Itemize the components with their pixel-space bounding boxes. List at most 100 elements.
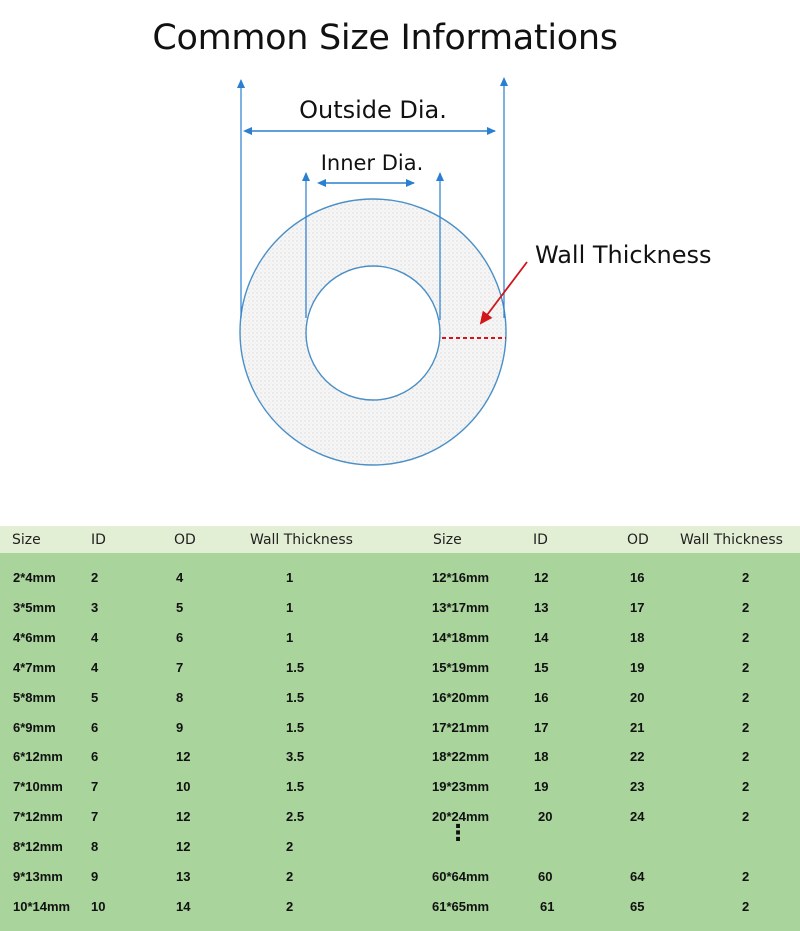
cell-id: 14 xyxy=(534,629,549,645)
cell-id: 5 xyxy=(91,689,99,705)
cell-od: 7 xyxy=(176,659,184,675)
header-od: OD xyxy=(627,532,649,548)
header-od: OD xyxy=(174,532,196,548)
cell-id: 6 xyxy=(91,749,99,765)
cell-id: 16 xyxy=(534,689,549,705)
cell-size: 60*64mm xyxy=(432,869,490,884)
cell-size: 7*12mm xyxy=(13,809,63,825)
header-wall-thickness: Wall Thickness xyxy=(250,532,353,548)
cell-size: 10*14mm xyxy=(13,898,71,914)
cell-size: 61*65mm xyxy=(432,898,490,914)
inner-circle xyxy=(305,265,441,401)
cell-wall-thickness: 2 xyxy=(742,599,750,615)
cell-size: 7*10mm xyxy=(13,779,63,795)
cell-size: 19*23mm xyxy=(432,779,490,795)
cell-od: 17 xyxy=(630,599,645,615)
cell-wall-thickness: 1.5 xyxy=(286,659,305,675)
cell-od: 13 xyxy=(176,869,191,884)
cell-od: 22 xyxy=(630,749,645,765)
cell-wall-thickness: 2 xyxy=(742,719,750,735)
page-title: Common Size Informations xyxy=(152,18,618,58)
wall-thickness-label: Wall Thickness xyxy=(535,241,711,269)
cell-size: 5*8mm xyxy=(13,689,56,705)
cell-id: 9 xyxy=(91,869,99,884)
table-header: Size ID OD Wall Thickness Size ID OD Wal… xyxy=(0,526,800,553)
cell-wall-thickness: 2.5 xyxy=(286,809,305,825)
cell-size: 15*19mm xyxy=(432,659,490,675)
cell-size: 13*17mm xyxy=(432,599,490,615)
cell-od: 23 xyxy=(630,779,645,795)
cell-wall-thickness: 1 xyxy=(286,599,294,615)
header-wall-thickness: Wall Thickness xyxy=(680,532,783,548)
cell-wall-thickness: 2 xyxy=(742,570,750,585)
cell-size: 9*13mm xyxy=(13,869,63,884)
header-size: Size xyxy=(433,532,462,548)
cell-id: 10 xyxy=(91,898,106,914)
cell-id: 2 xyxy=(91,570,99,585)
outer-circle xyxy=(239,198,507,466)
cell-od: 4 xyxy=(176,570,184,585)
cell-od: 12 xyxy=(176,749,191,765)
cell-size: 4*7mm xyxy=(13,659,56,675)
cell-od: 8 xyxy=(176,689,184,705)
cell-wall-thickness: 1.5 xyxy=(286,689,305,705)
header-id: ID xyxy=(91,532,106,548)
cell-wall-thickness: 2 xyxy=(742,659,750,675)
header-size: Size xyxy=(12,532,41,548)
cell-id: 61 xyxy=(540,898,555,914)
cell-id: 8 xyxy=(91,839,99,855)
outside-dia-label: Outside Dia. xyxy=(299,96,447,124)
cell-size: 14*18mm xyxy=(432,629,490,645)
cell-wall-thickness: 1 xyxy=(286,629,294,645)
cell-id: 20 xyxy=(538,809,553,825)
cell-od: 65 xyxy=(630,898,645,914)
cell-size: 12*16mm xyxy=(432,570,490,585)
cell-od: 24 xyxy=(630,809,645,825)
cell-size: 3*5mm xyxy=(13,599,56,615)
cell-od: 9 xyxy=(176,719,184,735)
cell-od: 19 xyxy=(630,659,645,675)
header-id: ID xyxy=(533,532,548,548)
inner-dia-label: Inner Dia. xyxy=(321,151,424,175)
cell-wall-thickness: 1.5 xyxy=(286,719,305,735)
cell-id: 17 xyxy=(534,719,549,735)
cell-od: 16 xyxy=(630,570,645,585)
cell-id: 60 xyxy=(538,869,553,884)
cell-od: 12 xyxy=(176,809,191,825)
cell-size: 17*21mm xyxy=(432,719,490,735)
cell-size: 4*6mm xyxy=(13,629,56,645)
cell-od: 14 xyxy=(176,898,191,914)
cell-size: 6*9mm xyxy=(13,719,56,735)
cell-wall-thickness: 2 xyxy=(742,689,750,705)
cell-wall-thickness: 2 xyxy=(286,869,294,884)
cell-id: 6 xyxy=(91,719,99,735)
cell-size: 16*20mm xyxy=(432,689,490,705)
cell-id: 18 xyxy=(534,749,549,765)
cell-od: 12 xyxy=(176,839,191,855)
cell-wall-thickness: 1.5 xyxy=(286,779,305,795)
cell-size: 18*22mm xyxy=(432,749,490,765)
cell-od: 20 xyxy=(630,689,645,705)
cell-wall-thickness: 2 xyxy=(742,629,750,645)
cell-od: 6 xyxy=(176,629,184,645)
cell-id: 13 xyxy=(534,599,549,615)
cell-id: 12 xyxy=(534,570,549,585)
cell-size: 8*12mm xyxy=(13,839,63,855)
cell-od: 64 xyxy=(630,869,645,884)
size-table: Size ID OD Wall Thickness Size ID OD Wal… xyxy=(0,526,800,931)
cell-size: 20*24mm xyxy=(432,809,490,825)
cell-wall-thickness: 2 xyxy=(742,779,750,795)
cell-size: 2*4mm xyxy=(13,570,56,585)
tube-ring xyxy=(239,198,507,466)
cell-wall-thickness: 1 xyxy=(286,570,294,585)
cell-id: 3 xyxy=(91,599,99,615)
wall-thickness-pointer-arrow xyxy=(479,261,528,325)
